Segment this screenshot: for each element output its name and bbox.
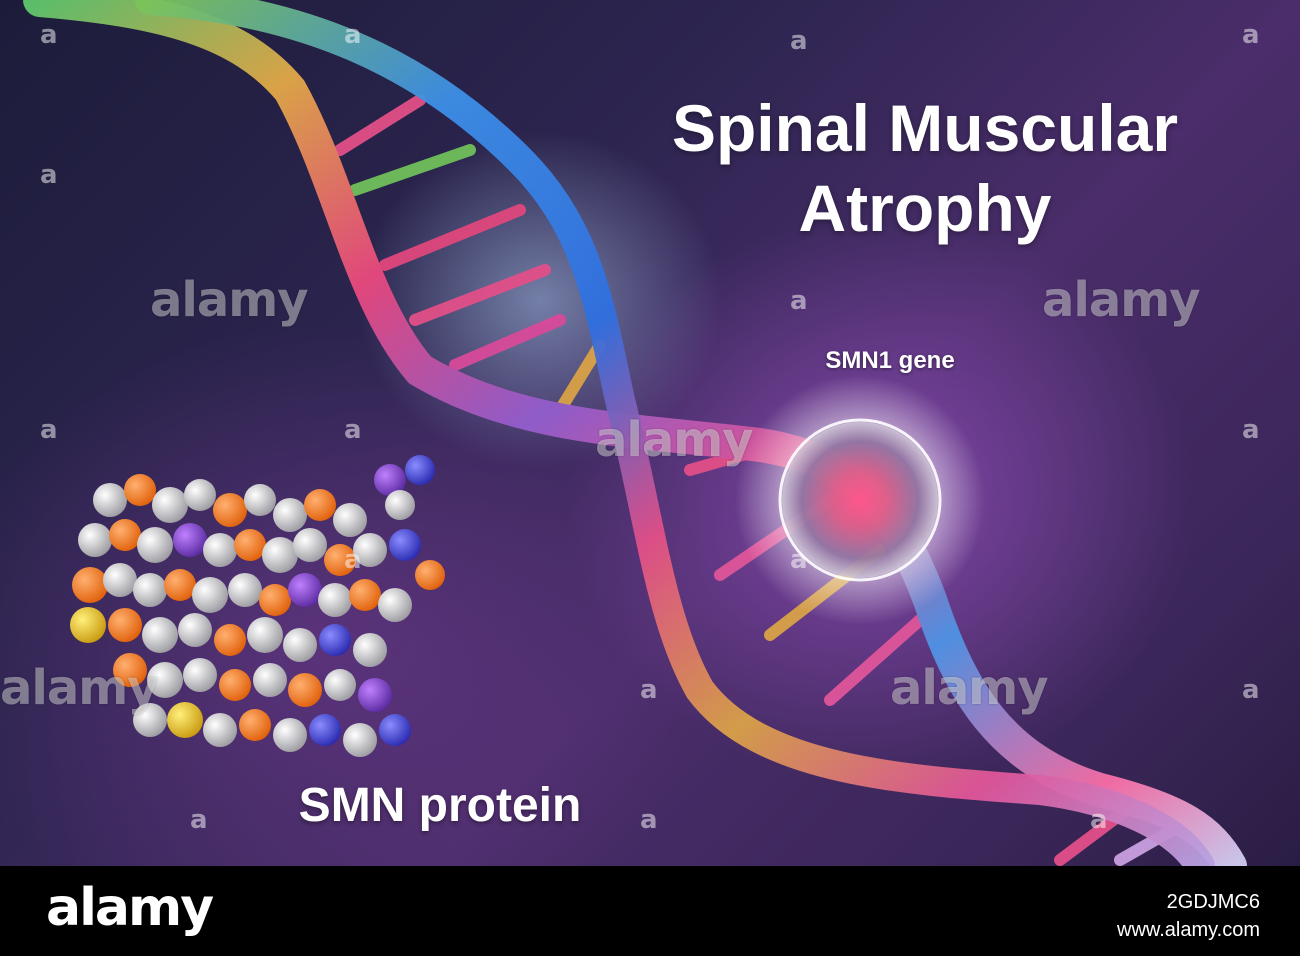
watermark: alamy xyxy=(1042,272,1201,328)
illustration: Spinal Muscular Atrophy SMN1 gene SMN pr… xyxy=(0,0,1300,866)
site-url: www.alamy.com xyxy=(1117,919,1260,941)
watermark-mark: a xyxy=(790,545,808,575)
watermark: alamy xyxy=(0,660,159,716)
title-line-1: Spinal Muscular xyxy=(671,91,1179,165)
image-id: 2GDJMC6 xyxy=(1166,891,1260,913)
watermark-mark: a xyxy=(190,805,208,835)
smn-protein-molecule xyxy=(70,455,445,757)
watermark-mark: a xyxy=(344,545,362,575)
watermark-mark: a xyxy=(1242,20,1260,50)
illustration-title: Spinal Muscular Atrophy xyxy=(560,88,1290,248)
watermark: alamy xyxy=(890,660,1049,716)
watermark-mark: a xyxy=(640,675,658,705)
dna-strand-2 xyxy=(135,0,1215,866)
dna-strand-1 xyxy=(23,0,1247,866)
watermark-mark: a xyxy=(1242,675,1260,705)
alamy-logo: alamy xyxy=(46,878,214,938)
illustration-graphic xyxy=(23,0,1247,866)
watermark-mark: a xyxy=(1242,415,1260,445)
watermark: alamy xyxy=(150,272,309,328)
watermark-mark: a xyxy=(40,415,58,445)
title-line-2: Atrophy xyxy=(798,171,1052,245)
watermark-mark: a xyxy=(790,286,808,316)
watermark-mark: a xyxy=(40,20,58,50)
watermark-mark: a xyxy=(1090,805,1108,835)
stock-info: 2GDJMC6 www.alamy.com xyxy=(1117,888,1260,944)
watermark-mark: a xyxy=(40,160,58,190)
protein-label: SMN protein xyxy=(298,779,582,832)
watermark: alamy xyxy=(595,412,754,468)
smn1-gene-highlight xyxy=(735,375,985,625)
watermark-mark: a xyxy=(790,26,808,56)
watermark-mark: a xyxy=(640,805,658,835)
watermark-mark: a xyxy=(344,20,362,50)
gene-label: SMN1 gene xyxy=(825,347,955,374)
footer-bar: alamy 2GDJMC6 www.alamy.com xyxy=(0,866,1300,956)
watermark-mark: a xyxy=(344,415,362,445)
